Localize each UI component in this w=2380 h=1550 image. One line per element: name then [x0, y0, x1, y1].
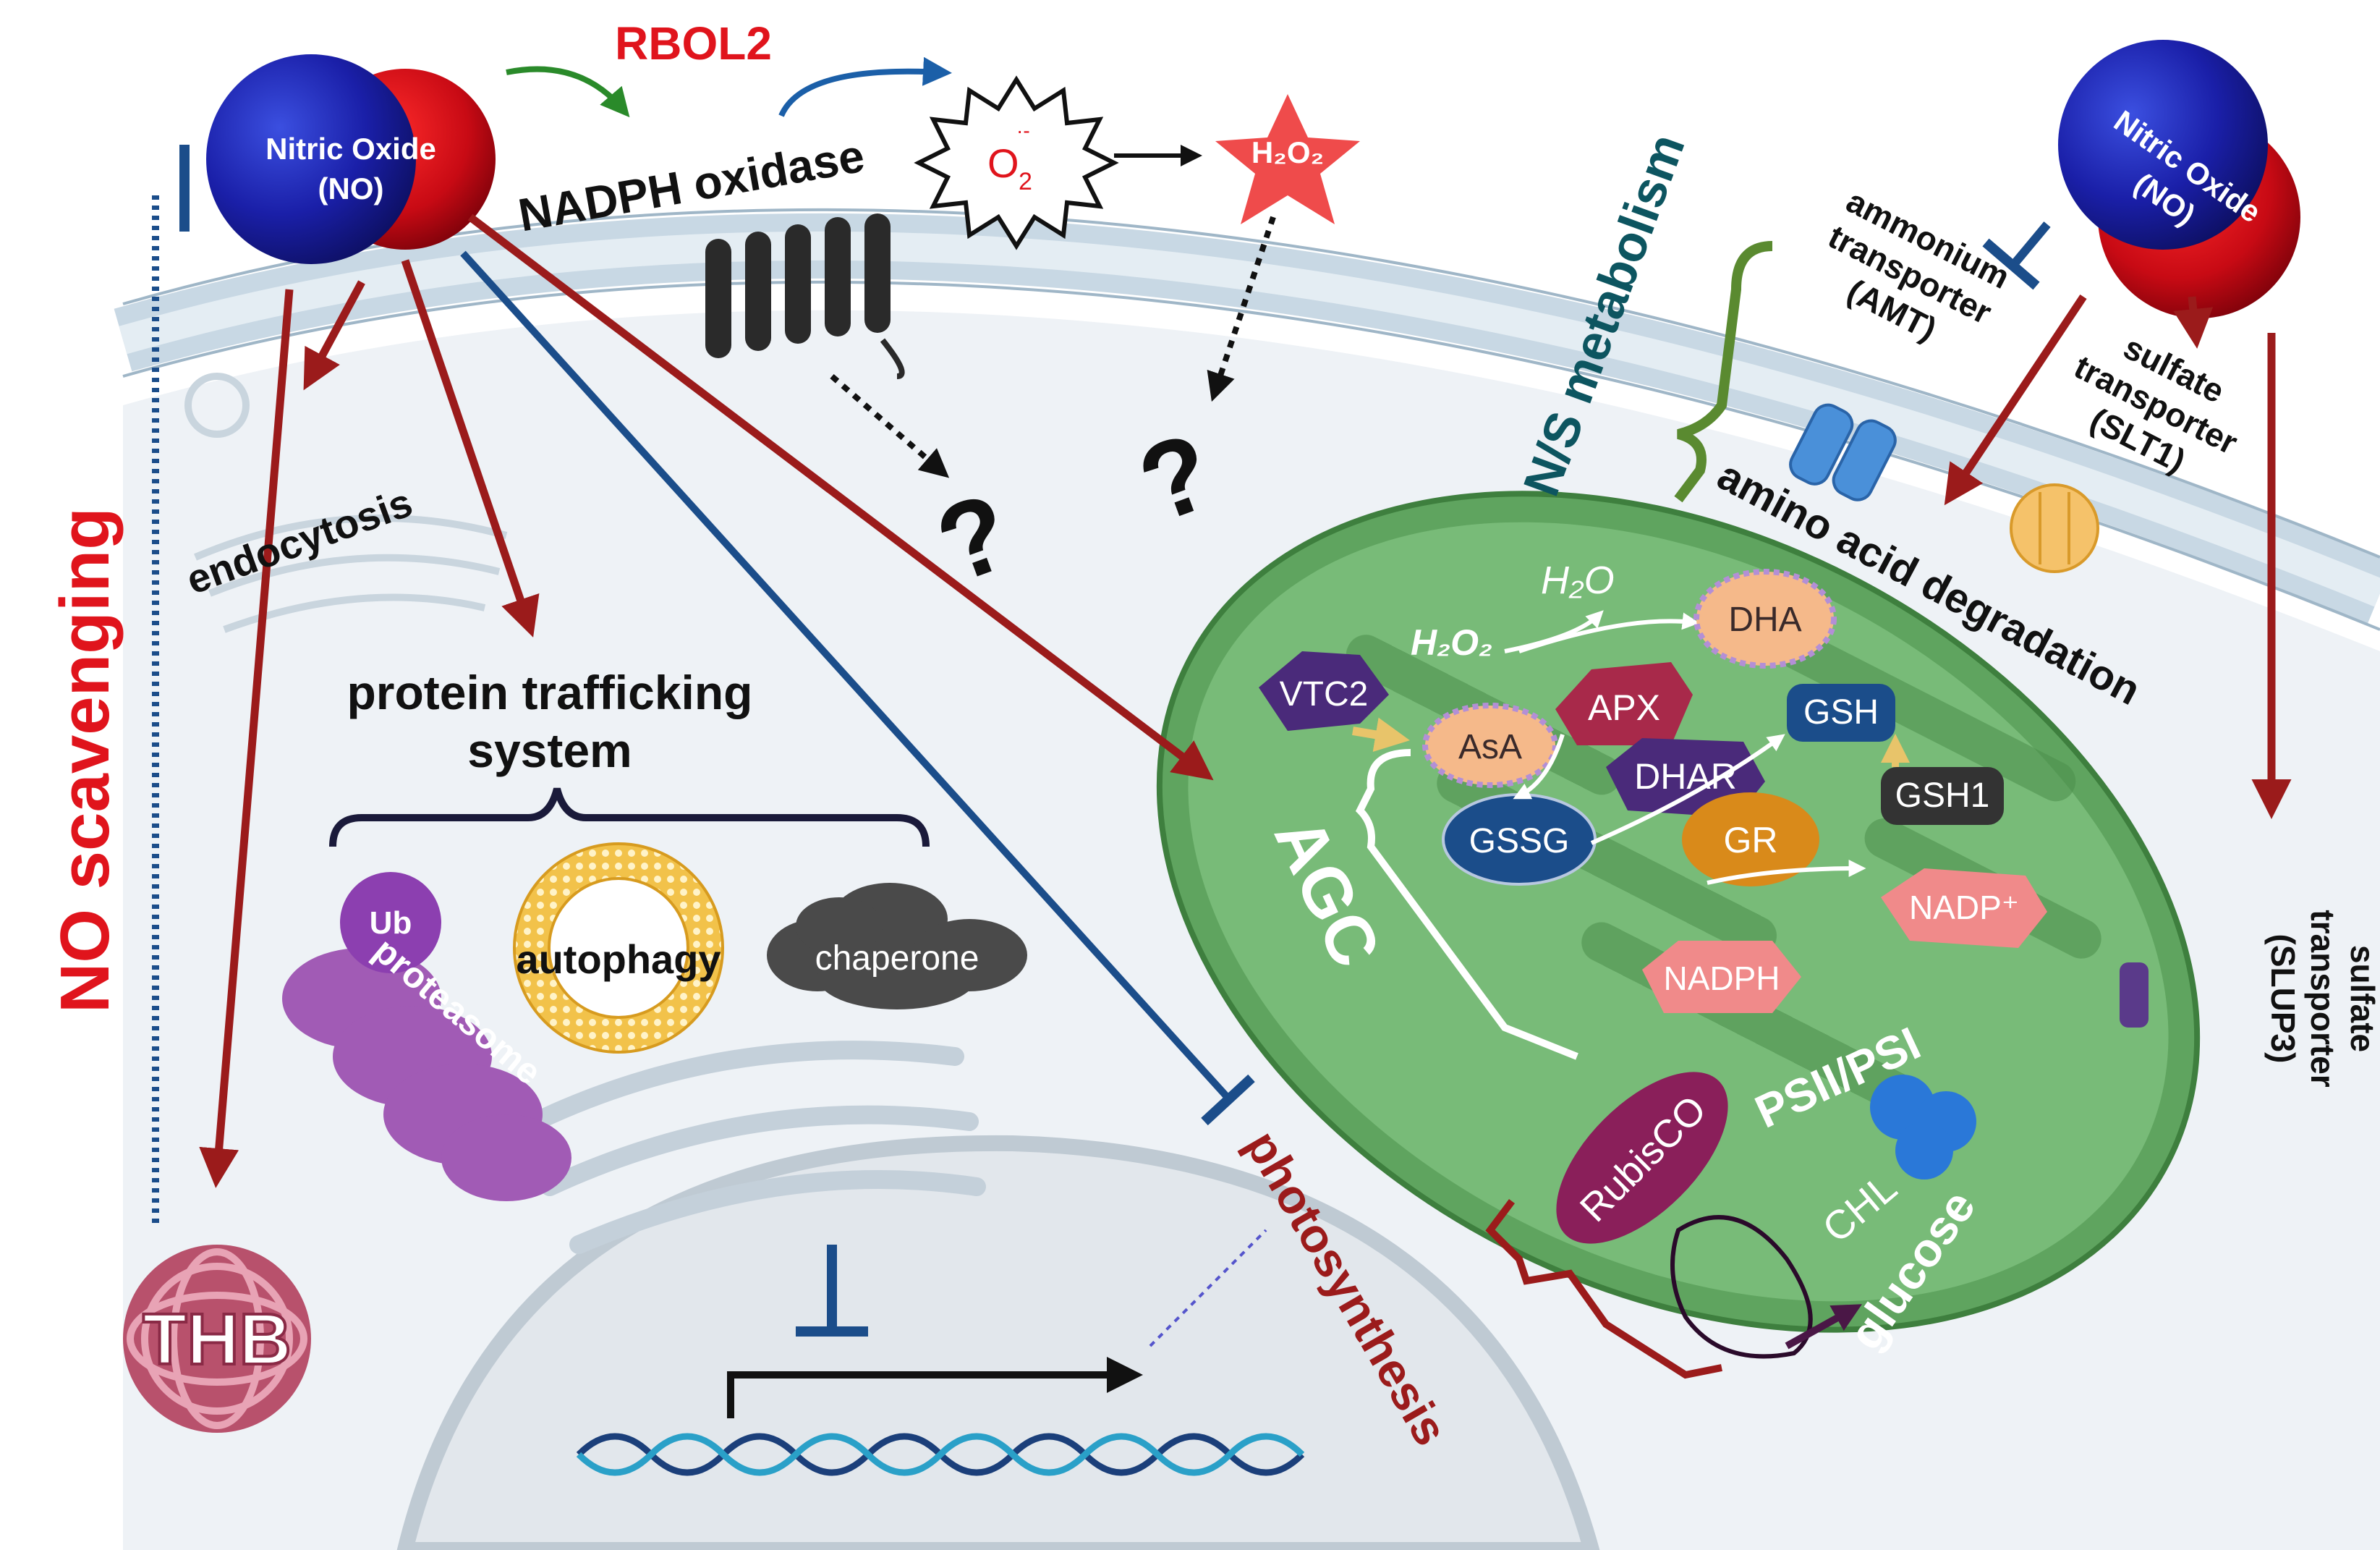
- thb-label: THB: [143, 1299, 292, 1380]
- o2-label: O: [987, 140, 1019, 186]
- apx-node: APX: [1555, 662, 1693, 745]
- golgi-apparatus: [511, 1041, 986, 1254]
- nadp-node: NADP⁺: [1881, 868, 2047, 948]
- no-molecule-right: Nitric Oxide (NO): [2058, 40, 2300, 318]
- ns-brace: [1674, 241, 1773, 503]
- gssg-label: GSSG: [1469, 822, 1570, 860]
- gsh1-node: GSH1: [1881, 767, 2004, 825]
- slup3-label-1: sulfate: [2344, 945, 2380, 1052]
- slt1-transporter: [2010, 483, 2099, 573]
- asa-label: AsA: [1458, 728, 1522, 766]
- h2o2-star: H₂O₂: [1215, 94, 1360, 224]
- autophagy: autophagy: [513, 842, 724, 1054]
- arrow-to-chloroplast: [467, 213, 1214, 781]
- inhibit-photosynthesis-bar: [1201, 1074, 1255, 1126]
- h2o-label: H₂O: [1541, 559, 1615, 602]
- vtc2-node: VTC2: [1259, 651, 1389, 731]
- green-arrow: [506, 66, 630, 118]
- gsh-node: GSH: [1787, 684, 1895, 742]
- nadph-oxidase-protein: [705, 213, 905, 379]
- arrow-to-endocytosis: [303, 280, 365, 391]
- no-molecule-left: Nitric Oxide (NO): [206, 54, 496, 264]
- amt-inhibit-bar: [1982, 238, 2040, 290]
- nadp-label: NADP⁺: [1909, 889, 2019, 926]
- superoxide-burst: O 2 ·-: [914, 75, 1119, 250]
- slup3-transporter: [2120, 962, 2149, 1028]
- calvin-cycle: [1670, 1215, 1813, 1359]
- photosystem-protein: [1870, 1075, 1976, 1180]
- ub-label: Ub: [370, 905, 412, 941]
- arrow-to-amino-acid: [1944, 294, 2087, 506]
- asa-to-gssg-arrow: [1513, 734, 1565, 800]
- vtc2-label: VTC2: [1280, 675, 1369, 713]
- h2o2-star-label: H₂O₂: [1251, 135, 1324, 169]
- gr-arrow: [1707, 860, 1866, 885]
- dha-arrow: [1518, 612, 1700, 653]
- rbol2-label: RBOL2: [615, 17, 772, 69]
- apx-label: APX: [1588, 687, 1660, 728]
- nadph-label: NADPH: [1663, 960, 1780, 997]
- gr-node: GR: [1682, 792, 1819, 886]
- slup3-label-2: transporter: [2304, 910, 2342, 1087]
- photosynthesis-brace: [1485, 1199, 1722, 1379]
- amt-inhibit-line: [2007, 221, 2051, 271]
- arrow-to-thb: [199, 289, 294, 1188]
- inhibit-photosynthesis-line: [460, 250, 1233, 1103]
- dha-label: DHA: [1728, 601, 1801, 639]
- no-left-label: Nitric Oxide: [265, 132, 436, 166]
- h2o-arrow: [1504, 610, 1604, 653]
- asa-node: AsA: [1422, 703, 1558, 788]
- o2-subscript: 2: [1019, 168, 1032, 195]
- agc-bracket: [1355, 749, 1578, 1060]
- dha-node: DHA: [1693, 569, 1837, 669]
- blue-arrow-rbol2: [778, 56, 952, 117]
- chaperone-label: chaperone: [815, 939, 979, 978]
- chaperone: chaperone: [767, 883, 1027, 1009]
- gssg-to-gsh-arrow: [1590, 734, 1785, 845]
- gr-label: GR: [1724, 820, 1778, 860]
- gsh1-label: GSH1: [1895, 776, 1990, 815]
- transcription-arrow: [727, 1357, 1143, 1418]
- glucose-arrow: [1785, 1304, 1862, 1350]
- no-left-abbrev: (NO): [318, 171, 384, 206]
- slup3-label-3: (SLUP3): [2264, 934, 2302, 1064]
- trafficking-brace: [329, 787, 930, 847]
- amt-transporter: [1789, 403, 1897, 501]
- thb-protein: THB: [123, 1245, 311, 1433]
- gssg-node: GSSG: [1442, 793, 1597, 886]
- h2o2-chloroplast-label: H₂O₂: [1411, 622, 1492, 663]
- nadph-node: NADPH: [1642, 941, 1801, 1013]
- dotted-arrow-1: [830, 373, 950, 478]
- protein-trafficking-system-label: system: [467, 724, 632, 777]
- no-scavenging-label: NO scavenging: [46, 507, 124, 1013]
- arrow-to-trafficking: [401, 259, 540, 638]
- dna-helix: [576, 1433, 1305, 1476]
- vtc2-arrow: [1352, 717, 1410, 752]
- gsh-label: GSH: [1803, 693, 1879, 732]
- arrow-to-slt1: [2173, 296, 2214, 349]
- o2-superscript: ·-: [1016, 119, 1030, 142]
- dotted-arrow-2: [1207, 216, 1276, 402]
- dotted-blue-line: [1149, 1229, 1267, 1347]
- autophagy-label: autophagy: [516, 936, 721, 982]
- protein-trafficking-label: protein trafficking: [347, 666, 752, 719]
